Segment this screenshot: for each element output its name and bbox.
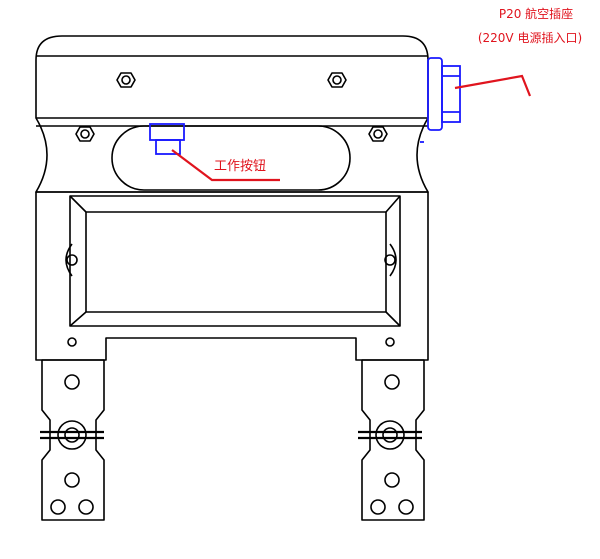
frame-hole-right (385, 337, 395, 347)
top-housing (35, 35, 429, 119)
right-leg (361, 359, 425, 521)
hole-left (66, 254, 78, 266)
right-leg-hole-br (398, 499, 414, 515)
connector-sublabel: (220V 电源插入口) (478, 31, 582, 45)
right-leg-hole-top (384, 374, 400, 390)
left-leg-bolt (40, 420, 104, 450)
button-leader (171, 149, 280, 182)
work-button (149, 123, 185, 155)
hex-nut-right (327, 72, 347, 88)
button-label: 工作按钮 (214, 159, 266, 174)
boss-right (389, 243, 397, 277)
left-leg-hole-bl (50, 499, 66, 515)
left-leg-hole-top (64, 374, 80, 390)
connector-label: P20 航空插座 (499, 6, 573, 21)
right-leg-hole-bl (370, 499, 386, 515)
button-window (111, 125, 351, 191)
hex-nut-mid-right (368, 126, 388, 142)
left-leg (41, 359, 105, 521)
aviation-connector (420, 57, 461, 143)
lower-frame (35, 191, 429, 361)
frame-hole-left (67, 337, 77, 347)
left-leg-hole-br (78, 499, 94, 515)
right-leg-hole-mid (384, 472, 400, 488)
right-leg-bolt (358, 420, 422, 450)
boss-left (65, 243, 73, 277)
hole-right (384, 254, 396, 266)
left-leg-hole-mid (64, 472, 80, 488)
inner-panel (69, 195, 401, 327)
connector-leader (454, 74, 532, 97)
hex-nut-left (116, 72, 136, 88)
hex-nut-mid-left (75, 126, 95, 142)
panel-bevel-bottom (69, 311, 401, 327)
panel-bevel-top (69, 195, 401, 213)
